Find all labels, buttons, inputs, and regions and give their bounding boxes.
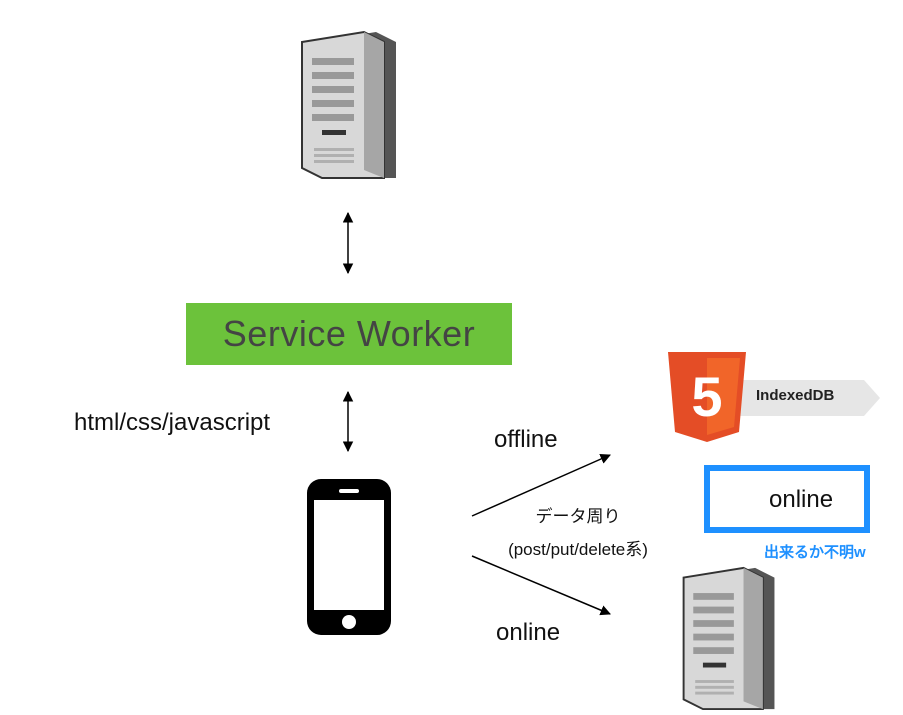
service-worker-label: Service Worker xyxy=(222,313,476,354)
data-ops-line2: (post/put/delete系) xyxy=(508,540,648,559)
smartphone-icon xyxy=(307,479,391,635)
uncertain-note: 出来るか不明w xyxy=(764,544,866,561)
server-icon xyxy=(301,30,396,179)
online-box-label: online xyxy=(769,486,834,513)
data-ops-label: データ周り (post/put/delete系) xyxy=(480,502,676,560)
server-icon xyxy=(682,566,775,711)
html-css-js-label: html/css/javascript xyxy=(74,409,271,436)
service-worker-box: Service Worker xyxy=(186,303,512,365)
indexeddb-tag xyxy=(740,380,880,416)
indexeddb-label: IndexedDB xyxy=(756,387,835,404)
online-box xyxy=(704,465,870,533)
html5-logo-icon: 5 xyxy=(668,352,746,442)
data-ops-line1: データ周り xyxy=(535,507,621,526)
html5-number: 5 xyxy=(691,365,722,428)
arrow-online xyxy=(471,555,611,616)
online-label: online xyxy=(496,619,561,646)
arrow-offline xyxy=(471,454,611,517)
offline-label: offline xyxy=(494,426,558,453)
